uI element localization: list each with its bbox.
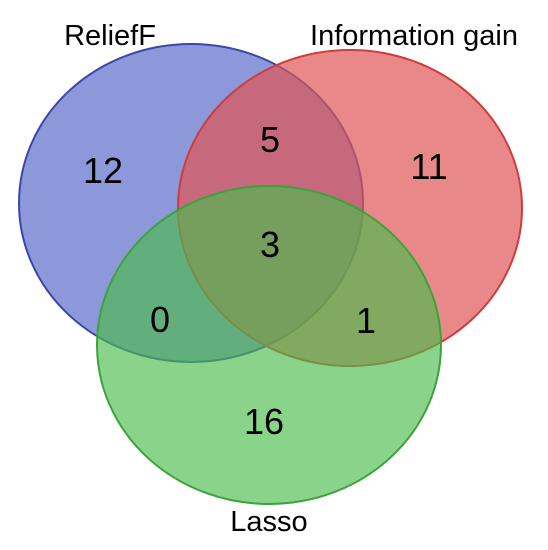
relieff-and-information-gain-count: 5 <box>260 119 280 160</box>
relieff-label: ReliefF <box>64 20 156 52</box>
information-gain-and-lasso-count: 1 <box>356 300 376 341</box>
relieff-only-count: 12 <box>83 150 123 191</box>
relieff-and-lasso-count: 0 <box>150 299 170 340</box>
lasso-circle <box>96 185 442 505</box>
lasso-only-count: 16 <box>244 401 284 442</box>
all-three-count: 3 <box>260 224 280 265</box>
information-gain-label: Information gain <box>310 20 518 52</box>
lasso-label: Lasso <box>230 506 307 538</box>
information-gain-only-count: 11 <box>410 146 447 187</box>
